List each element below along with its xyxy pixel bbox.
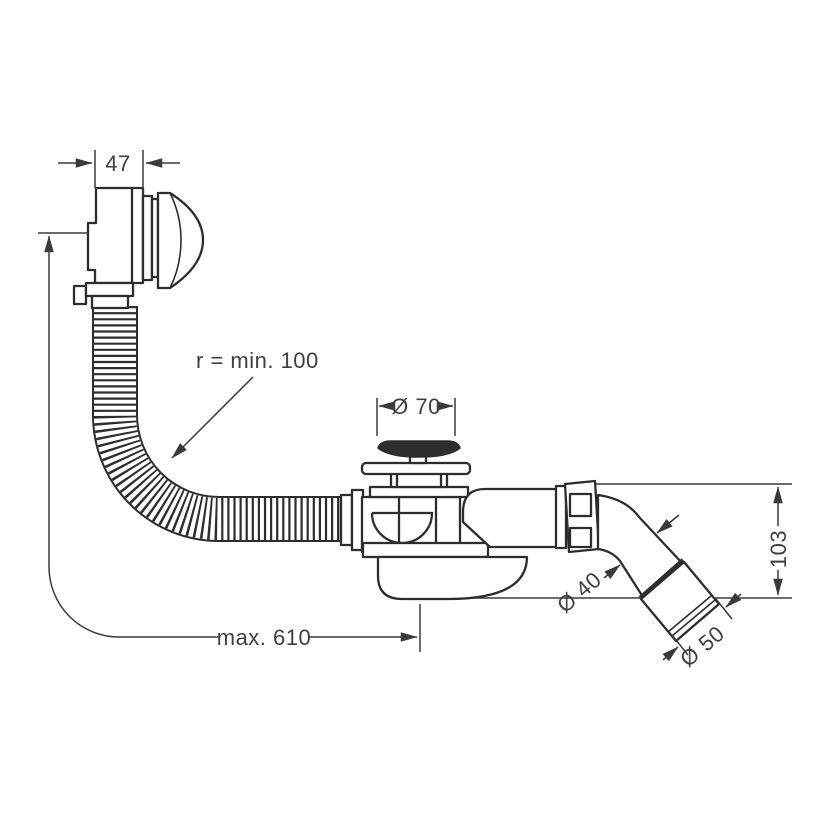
hose-body	[94, 306, 352, 540]
body-top-flange	[368, 485, 470, 499]
leader-arrow	[171, 376, 254, 459]
elbow-collar	[554, 484, 568, 550]
dim-70-label: Ø 70	[391, 394, 441, 419]
hose-connector-plate-small	[339, 493, 354, 547]
flexible-hose	[92, 306, 352, 542]
overflow-hose-nut-upper	[84, 281, 135, 298]
dim-radius-label: r = min. 100	[196, 348, 319, 373]
trap-cup-rim	[361, 541, 490, 559]
waste-assembly	[339, 440, 529, 601]
tick-lower	[671, 634, 689, 656]
arrow-upper	[656, 514, 680, 534]
dim-max-length: max. 610	[38, 232, 421, 652]
dim-plug-diameter: Ø 70	[376, 394, 456, 436]
dim-40-label: Ø 40	[552, 567, 606, 618]
outlet-elbow	[461, 487, 559, 549]
overflow-body-outline	[86, 186, 145, 285]
overflow-hose-nipple	[72, 284, 88, 306]
trap-cup	[376, 555, 529, 601]
dim-trap-height: 103	[766, 486, 791, 596]
overflow-unit	[72, 186, 205, 310]
strainer-flange	[360, 461, 472, 476]
arrow-lower	[603, 564, 621, 579]
socket-rim-line-1	[671, 599, 716, 637]
nut-knurl-lower	[568, 526, 593, 549]
socket-rim-line-2	[667, 595, 712, 633]
dim-610-label: max. 610	[217, 625, 312, 650]
outlet-assembly	[461, 479, 721, 643]
arrow-lower	[662, 646, 679, 662]
overflow-gasket	[141, 194, 154, 282]
tick-upper	[715, 598, 733, 620]
arrow-upper	[725, 592, 742, 608]
hose-corrugations	[94, 306, 352, 540]
dim-47-label: 47	[105, 151, 130, 176]
dim-hose-bend-radius: r = min. 100	[171, 348, 319, 459]
overflow-hose-nut-lower	[90, 294, 130, 310]
plug-cap	[377, 440, 461, 458]
rosette-rim-curve	[169, 192, 182, 289]
dim-103-label: 103	[766, 530, 791, 568]
dim-route-line	[44, 235, 219, 638]
dim-overflow-depth: 47	[58, 150, 180, 193]
nut-knurl-upper	[568, 492, 593, 518]
